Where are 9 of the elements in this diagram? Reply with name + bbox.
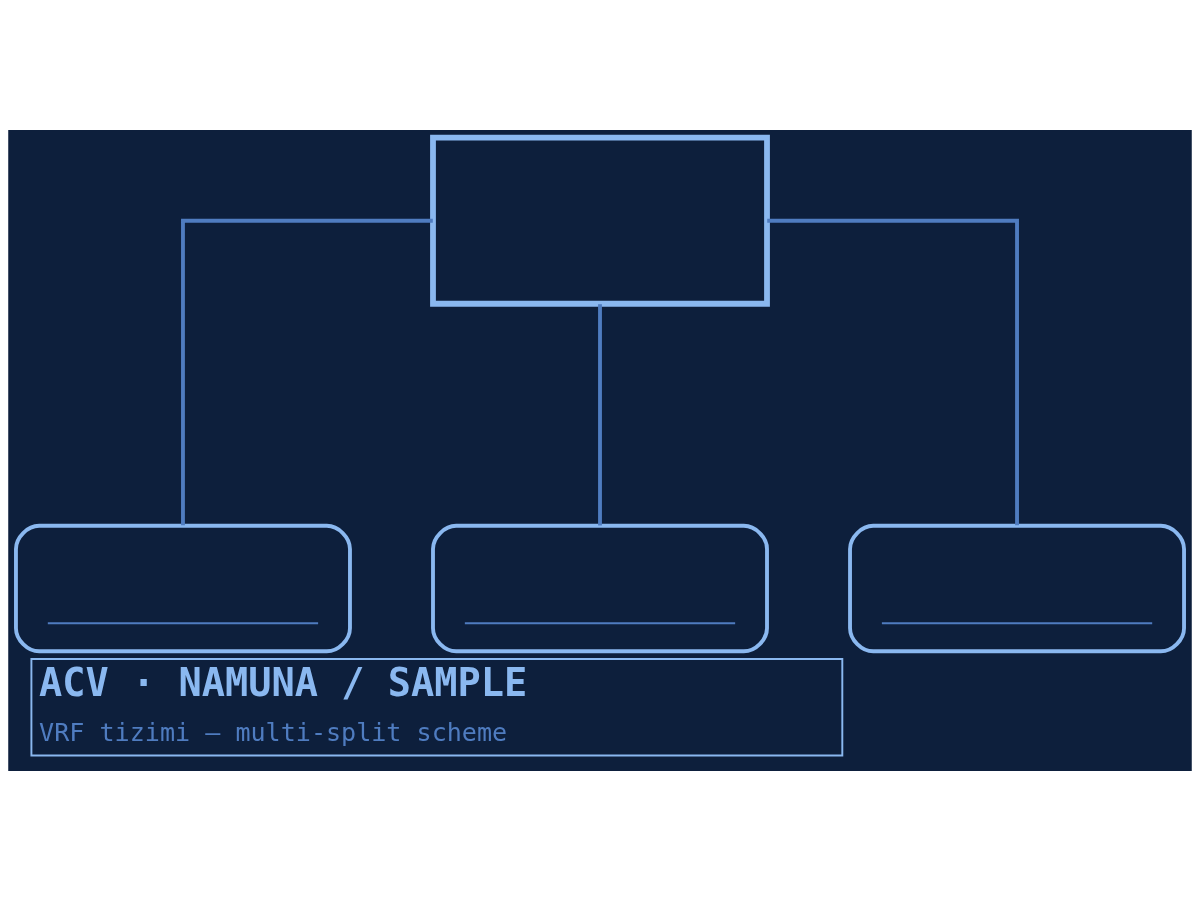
node-box	[431, 523, 769, 653]
node-box	[14, 523, 352, 653]
connector	[767, 218, 1019, 525]
caption: VRF tizimi — multi-split scheme	[39, 717, 508, 747]
node-box	[848, 523, 1186, 653]
connector	[181, 218, 433, 525]
node-box	[430, 134, 770, 307]
diagram-title: ACV · NAMUNA / SAMPLE	[39, 659, 528, 705]
connector	[598, 303, 602, 525]
